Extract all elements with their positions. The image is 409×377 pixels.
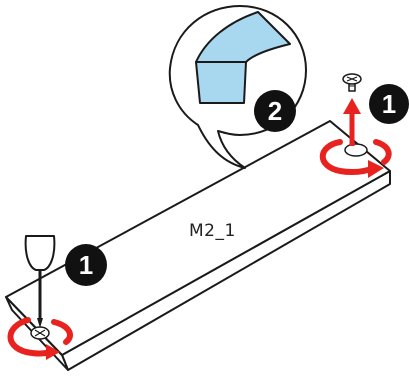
- svg-text:1: 1: [79, 250, 93, 280]
- slot-label: M2_1: [189, 221, 236, 241]
- svg-text:1: 1: [382, 89, 396, 119]
- screw-icon: [342, 73, 362, 92]
- left-screw-group: [7, 235, 73, 360]
- step-badge-remove-film: 2: [254, 90, 296, 132]
- up-arrow-icon: [343, 98, 361, 146]
- screwdriver-icon: [24, 235, 56, 328]
- step-badge-remove-screw-right: 1: [369, 84, 409, 124]
- step-badge-remove-screw-left: 1: [65, 244, 107, 286]
- m2-heatsink-plate: [5, 120, 391, 371]
- screw-icon: [30, 326, 50, 340]
- counterclockwise-arrow-icon: [319, 139, 392, 178]
- counterclockwise-arrow-icon: [7, 317, 73, 360]
- thermal-pad-callout: [168, 5, 307, 169]
- svg-text:2: 2: [268, 96, 282, 126]
- thermal-pad-film-icon: [195, 11, 291, 104]
- right-screw-group: [319, 73, 392, 178]
